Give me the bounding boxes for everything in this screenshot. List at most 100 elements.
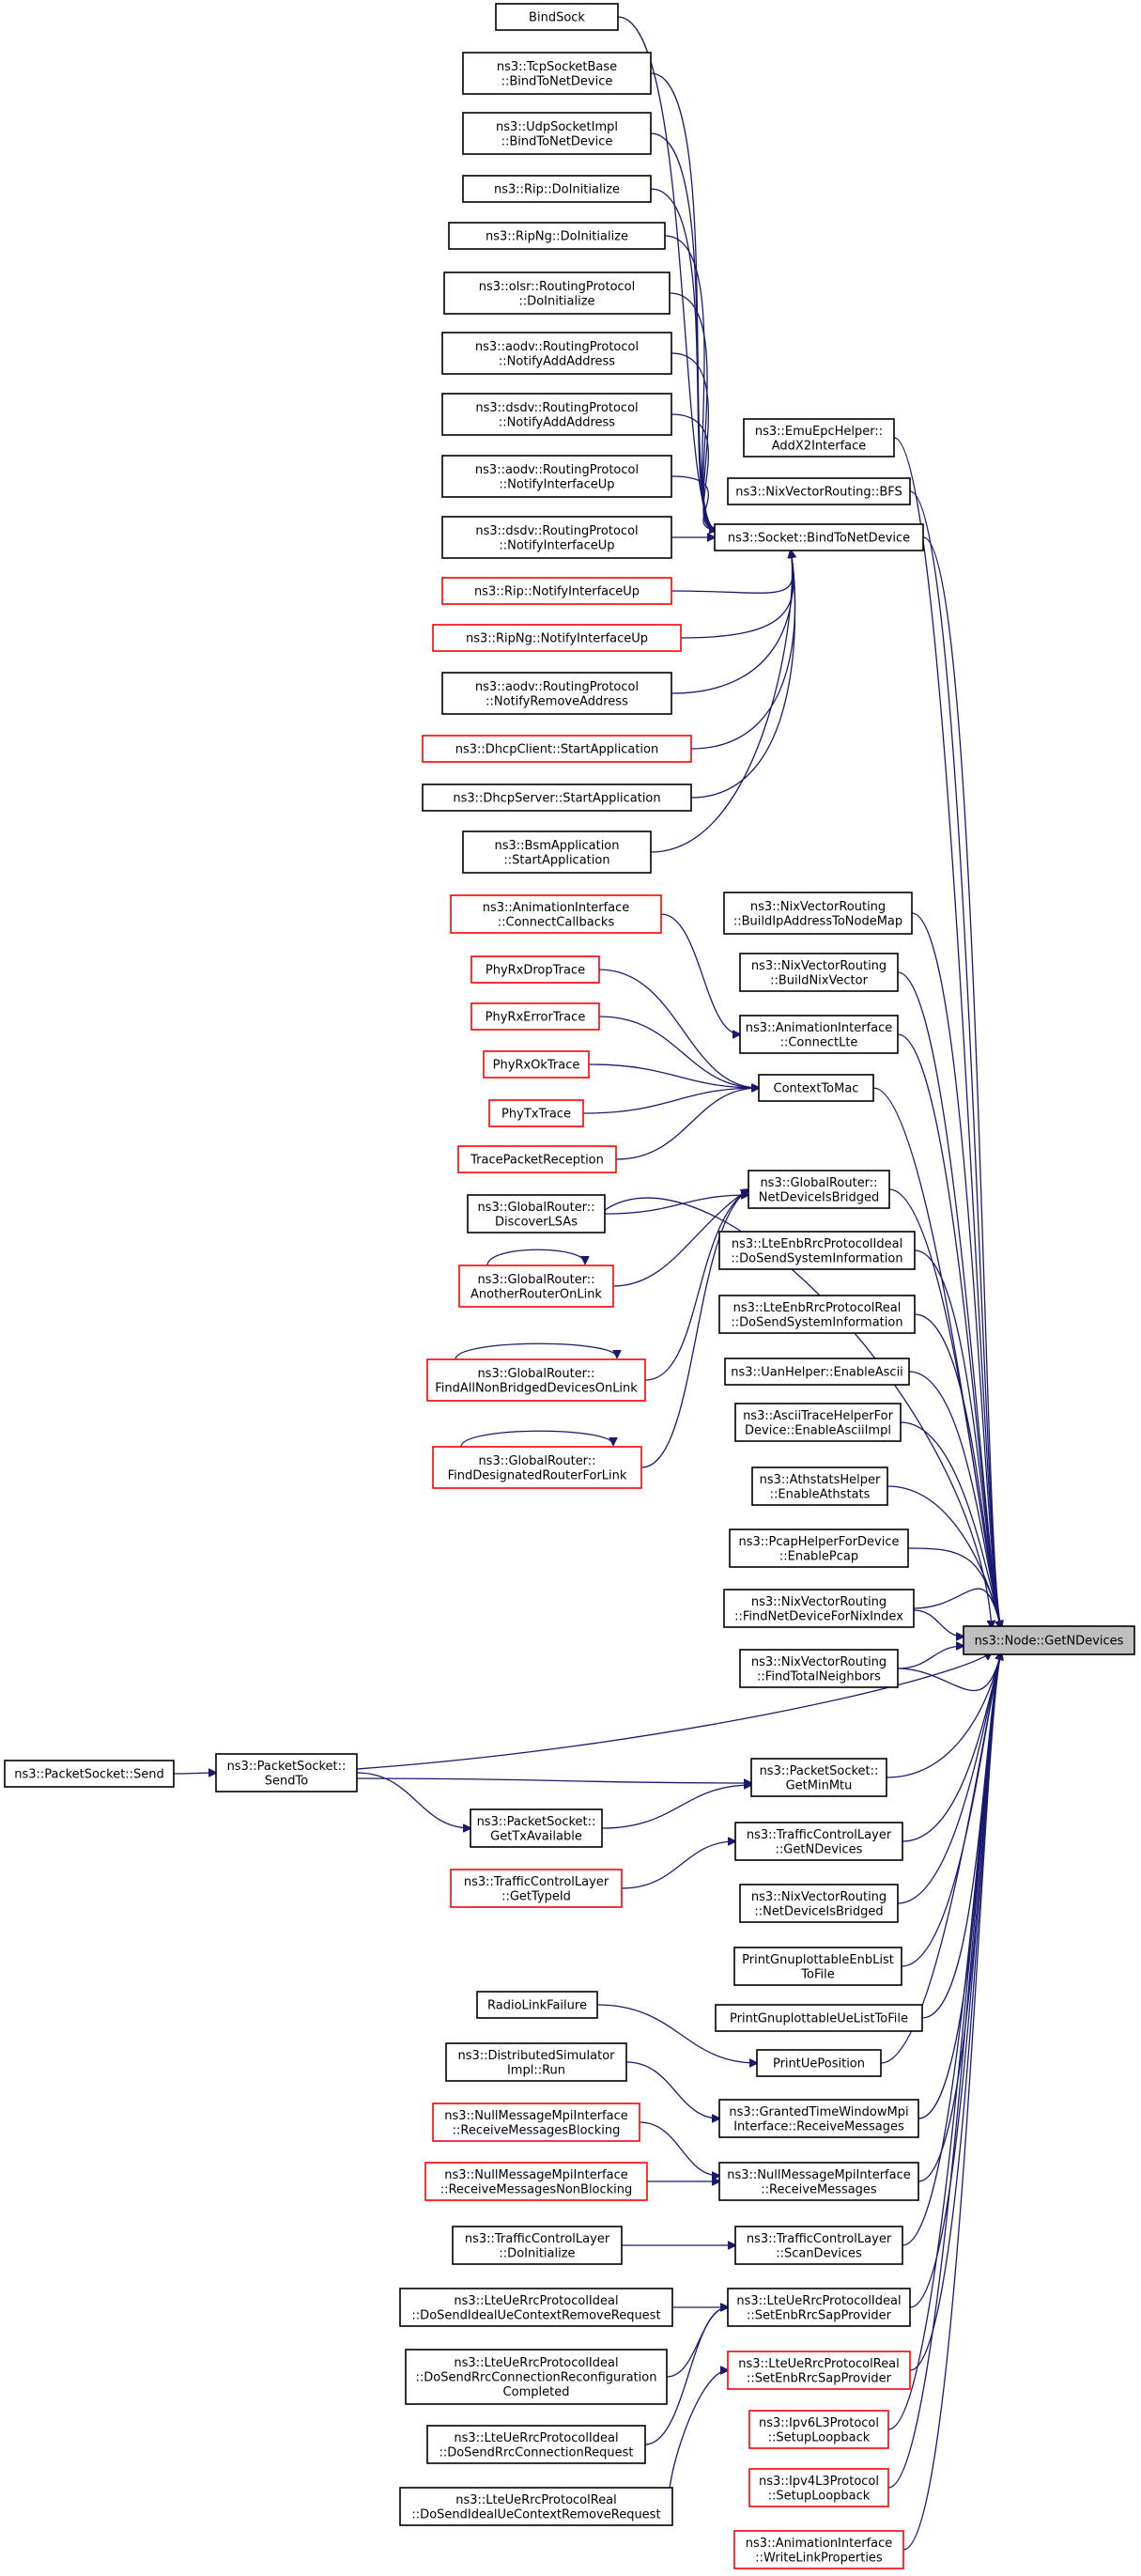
node-pcaphelper[interactable]: ns3::PcapHelperForDevice::EnablePcap	[729, 1529, 909, 1568]
node-grantedrecv[interactable]: ns3::GrantedTimeWindowMpiInterface::Rece…	[718, 2099, 919, 2138]
node-tclgettype[interactable]: ns3::TrafficControlLayer::GetTypeId	[450, 1869, 623, 1908]
node-grnetbridged[interactable]: ns3::GlobalRouter::NetDeviceIsBridged	[748, 1170, 890, 1209]
node-aodvremove[interactable]: ns3::aodv::RoutingProtocol::NotifyRemove…	[441, 672, 672, 715]
node-phytx[interactable]: PhyTxTrace	[488, 1099, 584, 1127]
node-printue[interactable]: PrintGnuplottableUeListToFile	[715, 2004, 923, 2032]
node-label: ns3::AnimationInterface	[746, 1021, 893, 1035]
node-ueremovereq[interactable]: ns3::LteUeRrcProtocolIdeal::DoSendIdealU…	[399, 2288, 673, 2327]
edge-nullblocking-to-nullrecv	[639, 2121, 719, 2176]
node-box	[441, 332, 672, 375]
node-label: PhyRxOkTrace	[493, 1059, 580, 1073]
node-pstxavail[interactable]: ns3::PacketSocket::GetTxAvailable	[470, 1808, 603, 1848]
node-tclscan[interactable]: ns3::TrafficControlLayer::ScanDevices	[734, 2226, 903, 2265]
node-tclgetn[interactable]: ns3::TrafficControlLayer::GetNDevices	[734, 1822, 903, 1861]
node-uanascii[interactable]: ns3::UanHelper::EnableAscii	[724, 1358, 910, 1386]
node-grfinddesig[interactable]: ns3::GlobalRouter::FindDesignatedRouterF…	[432, 1446, 642, 1489]
node-tclinit[interactable]: ns3::TrafficControlLayer::DoInitialize	[452, 2226, 623, 2265]
node-label: PrintGnuplottableUeListToFile	[730, 2012, 908, 2026]
node-label: ns3::NixVectorRouting::BFS	[735, 486, 902, 500]
node-grfindall[interactable]: ns3::GlobalRouter::FindAllNonBridgedDevi…	[426, 1358, 646, 1402]
node-ipv4loop[interactable]: ns3::Ipv4L3Protocol::SetupLoopback	[748, 2468, 889, 2507]
node-aodvup[interactable]: ns3::aodv::RoutingProtocol::NotifyInterf…	[441, 455, 672, 498]
node-box	[751, 1466, 888, 1506]
node-pssend[interactable]: ns3::PacketSocket::Send	[4, 1760, 175, 1788]
node-nixbuildmap[interactable]: ns3::NixVectorRouting::BuildIpAddressToN…	[723, 892, 913, 935]
node-getndevices[interactable]: ns3::Node::GetNDevices	[963, 1625, 1135, 1655]
node-nullrecv[interactable]: ns3::NullMessageMpiInterface::ReceiveMes…	[718, 2162, 919, 2201]
node-uesetenbideal[interactable]: ns3::LteUeRrcProtocolIdeal::SetEnbRrcSap…	[727, 2288, 911, 2327]
node-bindsock[interactable]: BindSock	[495, 3, 619, 31]
node-dsdvaddr[interactable]: ns3::dsdv::RoutingProtocol::NotifyAddAdd…	[441, 393, 672, 436]
edge-asciitrace-to-getndevices	[900, 1421, 1001, 1628]
node-phyrxerror[interactable]: PhyRxErrorTrace	[470, 1002, 600, 1031]
node-uesetenbreal[interactable]: ns3::LteUeRrcProtocolReal::SetEnbRrcSapP…	[727, 2351, 911, 2390]
node-pssendto[interactable]: ns3::PacketSocket::SendTo	[215, 1753, 358, 1792]
node-olsrinit[interactable]: ns3::olsr::RoutingProtocol::DoInitialize	[443, 272, 671, 315]
node-nullblocking[interactable]: ns3::NullMessageMpiInterface::ReceiveMes…	[432, 2103, 640, 2142]
node-box	[748, 1170, 890, 1209]
edge-radiolink-to-printuepos	[596, 2004, 757, 2063]
node-aodvaddr[interactable]: ns3::aodv::RoutingProtocol::NotifyAddAdd…	[441, 332, 672, 375]
node-athstats[interactable]: ns3::AthstatsHelper::EnableAthstats	[751, 1466, 888, 1506]
node-emuepc[interactable]: ns3::EmuEpcHelper::AddX2Interface	[743, 418, 895, 458]
node-tcpbind[interactable]: ns3::TcpSocketBase::BindToNetDevice	[462, 52, 652, 95]
node-ripngup[interactable]: ns3::RipNg::NotifyInterfaceUp	[432, 624, 682, 652]
node-ripup[interactable]: ns3::Rip::NotifyInterfaceUp	[441, 577, 672, 605]
node-ltesysinforeal[interactable]: ns3::LteEnbRrcProtocolReal::DoSendSystem…	[718, 1295, 916, 1334]
node-box	[739, 1015, 899, 1054]
node-label: ns3::AnimationInterface	[483, 901, 630, 915]
edge-animconnectcb-to-animconnectlte	[660, 913, 740, 1034]
node-uereconfig[interactable]: ns3::LteUeRrcProtocolIdeal::DoSendRrcCon…	[405, 2349, 668, 2405]
node-box	[458, 1265, 614, 1308]
node-ltesysinfoideal[interactable]: ns3::LteEnbRrcProtocolIdeal::DoSendSyste…	[718, 1231, 916, 1270]
node-animconnectlte[interactable]: ns3::AnimationInterface::ConnectLte	[739, 1015, 899, 1054]
node-box	[476, 1991, 598, 2019]
node-label: ::NotifyInterfaceUp	[499, 477, 614, 491]
node-nixbuildvec[interactable]: ns3::NixVectorRouting::BuildNixVector	[739, 953, 899, 992]
node-box	[432, 1446, 642, 1489]
node-bsmapp[interactable]: ns3::BsmApplication::StartApplication	[462, 830, 652, 874]
edge-emuepc-to-getndevices	[893, 437, 1001, 1628]
node-nixbfs[interactable]: ns3::NixVectorRouting::BFS	[727, 477, 911, 505]
node-label: ::NotifyAddAddress	[499, 415, 615, 429]
node-udpbind[interactable]: ns3::UdpSocketImpl::BindToNetDevice	[462, 112, 652, 155]
edge-granother-to-grnetbridged	[612, 1189, 748, 1287]
node-dhcpclient[interactable]: ns3::DhcpClient::StartApplication	[422, 735, 692, 763]
node-label: ::DoInitialize	[499, 2246, 575, 2260]
edge-phyrxdrop-to-contexttomac	[598, 969, 759, 1088]
node-label: ns3::DistributedSimulator	[457, 2049, 615, 2063]
node-label: PhyTxTrace	[501, 1108, 571, 1122]
node-ripinit[interactable]: ns3::Rip::DoInitialize	[462, 175, 652, 203]
node-tracepacket[interactable]: TracePacketReception	[457, 1145, 617, 1173]
node-dsdvup[interactable]: ns3::dsdv::RoutingProtocol::NotifyInterf…	[441, 516, 672, 559]
node-printuepos[interactable]: PrintUePosition	[756, 2049, 882, 2077]
node-ipv6loop[interactable]: ns3::Ipv6L3Protocol::SetupLoopback	[748, 2410, 889, 2449]
node-grdiscover[interactable]: ns3::GlobalRouter::DiscoverLSAs	[467, 1194, 606, 1234]
edge-grfindall-to-grnetbridged	[644, 1189, 748, 1381]
edge-pssendto-to-getndevices	[356, 1653, 992, 1770]
node-label: ns3::NixVectorRouting	[750, 900, 886, 914]
node-psminmtu[interactable]: ns3::PacketSocket::GetMinMtu	[750, 1758, 887, 1797]
node-sockbind[interactable]: ns3::Socket::BindToNetDevice	[714, 523, 924, 551]
edge-uereconfig-to-uesetenbideal	[666, 2307, 728, 2378]
node-contexttomac[interactable]: ContextToMac	[758, 1074, 874, 1102]
node-animconnectcb[interactable]: ns3::AnimationInterface::ConnectCallback…	[450, 894, 662, 934]
node-dhcpserver[interactable]: ns3::DhcpServer::StartApplication	[422, 784, 692, 812]
node-ueconnreq[interactable]: ns3::LteUeRrcProtocolIdeal::DoSendRrcCon…	[426, 2425, 646, 2464]
node-nixfindtotal[interactable]: ns3::NixVectorRouting::FindTotalNeighbor…	[739, 1649, 899, 1688]
node-asciitrace[interactable]: ns3::AsciiTraceHelperForDevice::EnableAs…	[734, 1403, 902, 1442]
node-radiolink[interactable]: RadioLinkFailure	[476, 1991, 598, 2019]
node-animwritelink[interactable]: ns3::AnimationInterface::WriteLinkProper…	[733, 2530, 904, 2569]
node-phyrxok[interactable]: PhyRxOkTrace	[483, 1050, 590, 1079]
node-ripnginit[interactable]: ns3::RipNg::DoInitialize	[448, 222, 666, 250]
node-box	[443, 272, 671, 315]
node-nullnonblocking[interactable]: ns3::NullMessageMpiInterface::ReceiveMes…	[424, 2162, 648, 2201]
node-granother[interactable]: ns3::GlobalRouter::AnotherRouterOnLink	[458, 1265, 614, 1308]
node-box	[963, 1625, 1135, 1655]
node-uerealremovereq[interactable]: ns3::LteUeRrcProtocolReal::DoSendIdealUe…	[399, 2487, 673, 2526]
node-nixfindnet[interactable]: ns3::NixVectorRouting::FindNetDeviceForN…	[723, 1589, 915, 1628]
node-nixnetbridged[interactable]: ns3::NixVectorRouting::NetDeviceIsBridge…	[739, 1884, 899, 1923]
node-phyrxdrop[interactable]: PhyRxDropTrace	[470, 955, 600, 984]
